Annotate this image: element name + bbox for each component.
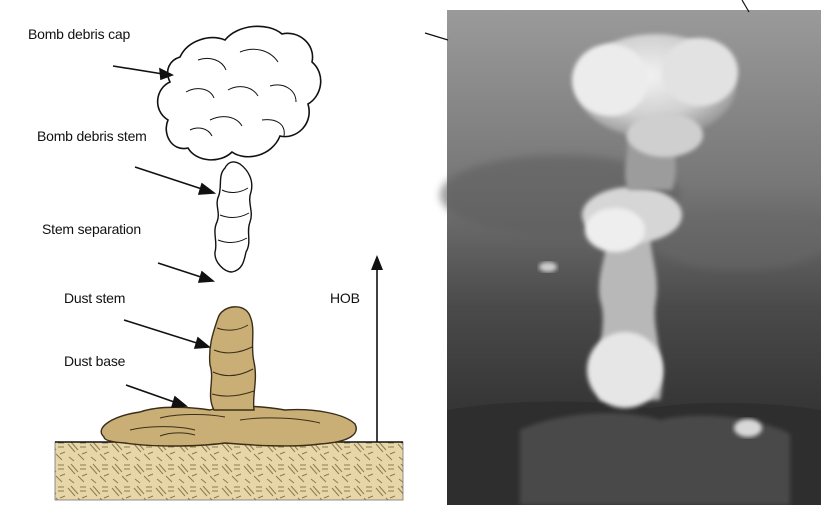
label-dust-stem: Dust stem [64,290,125,306]
label-bomb-debris-stem: Bomb debris stem [37,128,147,144]
dust-stem-shape [210,307,256,410]
ground-block [55,442,403,500]
stray-line-left [425,33,448,40]
hob-arrow [371,255,383,442]
debris-cap-shape [158,26,321,160]
label-bomb-debris-cap: Bomb debris cap [28,26,130,42]
mushroom-cloud-photo [440,10,821,505]
label-stem-separation: Stem separation [42,221,141,237]
dust-base-shape [101,406,356,446]
label-hob: HOB [330,290,360,306]
debris-stem-shape [215,162,252,272]
label-dust-base: Dust base [64,353,125,369]
